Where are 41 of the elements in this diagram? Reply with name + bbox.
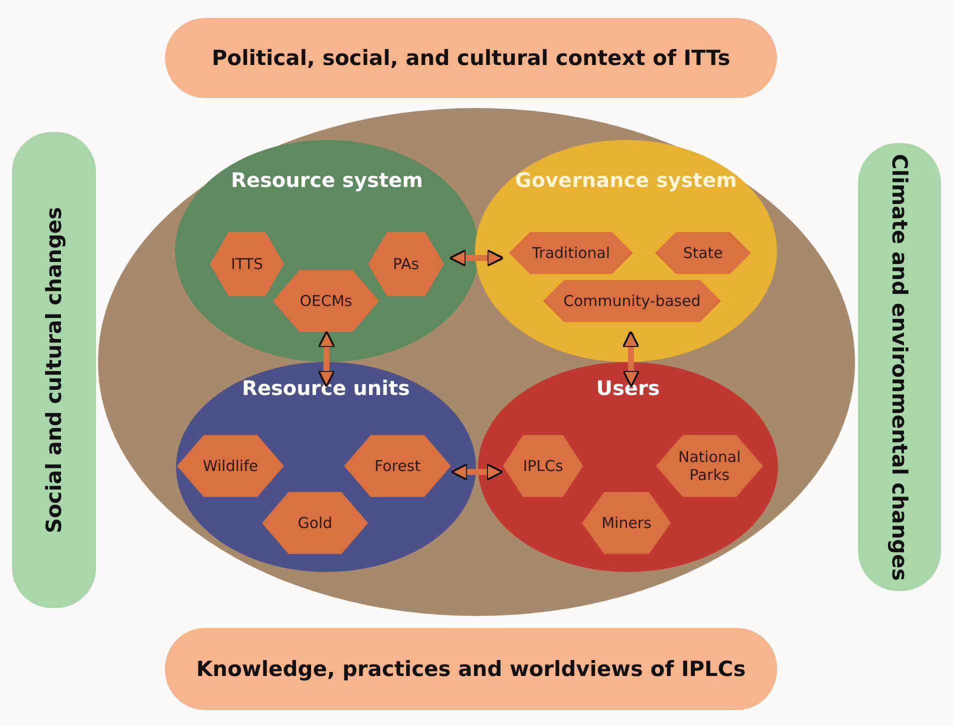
tag-label: National Parks (677, 448, 742, 484)
hexagon-tag (503, 435, 583, 497)
tag-label: Miners (600, 514, 652, 532)
hexagon-tag (273, 270, 379, 332)
subsystem-ellipse (176, 362, 476, 572)
tag-label: PAs (392, 255, 420, 273)
hexagon-tag (368, 232, 444, 296)
subsystem-title: Governance system (514, 168, 738, 192)
tag-label: Gold (296, 514, 334, 532)
subsystem-title: Resource system (230, 168, 424, 192)
hexagon-tag (655, 232, 751, 274)
tag-label: ITTS (230, 255, 264, 273)
hexagon-tag (509, 232, 633, 274)
hexagon-tag (344, 435, 451, 497)
subsystem-ellipse (475, 140, 777, 362)
hexagon-tag (582, 492, 671, 554)
tag-label: Community-based (562, 292, 702, 310)
subsystem-title: Users (595, 376, 661, 400)
hexagon-tag (262, 492, 368, 554)
tag-label: OECMs (298, 292, 354, 310)
band-label: Knowledge, practices and worldviews of IPLCs (196, 657, 746, 681)
double-arrow (450, 463, 504, 481)
subsystem-title: Resource units (241, 376, 411, 400)
band-label: Political, social, and cultural context of ITTs (212, 46, 730, 70)
system-ellipse (98, 108, 855, 616)
double-arrow (449, 249, 504, 267)
tag-label: Wildlife (202, 457, 260, 475)
subsystem-ellipse (175, 140, 479, 362)
double-arrow (622, 330, 640, 388)
tag-label: Forest (373, 457, 422, 475)
band-label: Social and cultural changes (42, 206, 66, 534)
band-label: Climate and environmental changes (888, 154, 912, 580)
hexagon-tag (543, 280, 721, 322)
hexagon-tag (177, 435, 284, 497)
subsystem-ellipse (478, 362, 778, 572)
tag-label: State (682, 244, 724, 262)
double-arrow (318, 330, 336, 388)
hexagon-tag (656, 435, 763, 497)
tag-label: Traditional (530, 244, 612, 262)
hexagon-tag (210, 232, 284, 296)
tag-label: IPLCs (522, 457, 564, 475)
